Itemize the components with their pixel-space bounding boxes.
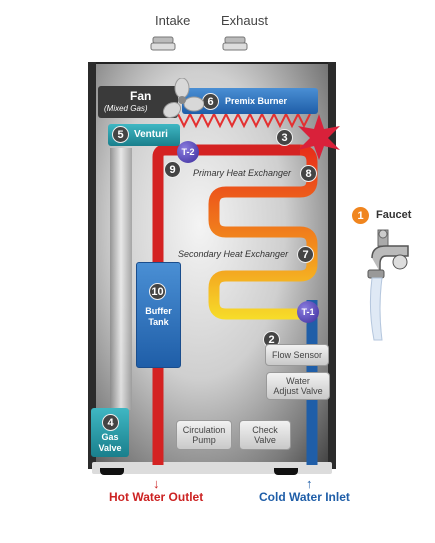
t1-sensor-icon: T-1 bbox=[297, 301, 319, 323]
heat-exchanger-coil bbox=[208, 144, 318, 465]
fan-title: Fan bbox=[130, 89, 152, 103]
exhaust-fitting-icon bbox=[222, 36, 248, 51]
circulation-pump: Circulation Pump bbox=[176, 420, 232, 450]
gas-valve-line2: Valve bbox=[98, 443, 122, 453]
premix-burner-label: Premix Burner bbox=[225, 96, 288, 106]
gas-valve-number: 4 bbox=[102, 414, 119, 431]
flow-sensor: Flow Sensor bbox=[265, 344, 329, 366]
heater-foot-right bbox=[274, 468, 298, 475]
buffer-tank-line2: Tank bbox=[148, 317, 169, 327]
intake-fitting-icon bbox=[150, 36, 176, 51]
buffer-tank-line1: Buffer bbox=[145, 306, 172, 316]
hot-water-outlet-label: Hot Water Outlet bbox=[109, 490, 204, 504]
faucet-icon bbox=[367, 229, 409, 341]
t2-sensor-icon: T-2 bbox=[177, 141, 199, 163]
venturi-number: 5 bbox=[112, 126, 129, 143]
venturi-label: Venturi bbox=[134, 129, 168, 140]
heater-frame-left bbox=[88, 62, 96, 469]
check-valve-line1: Check bbox=[252, 424, 278, 435]
water-adjust-valve: Water Adjust Valve bbox=[266, 372, 330, 400]
cold-water-inlet-label: Cold Water Inlet bbox=[259, 490, 350, 504]
water-adjust-line1: Water bbox=[286, 375, 310, 386]
faucet-number: 1 bbox=[352, 207, 369, 224]
exhaust-label: Exhaust bbox=[221, 13, 268, 28]
hot-outlet-arrow-icon: ↓ bbox=[153, 476, 160, 491]
water-adjust-line2: Adjust Valve bbox=[273, 386, 323, 396]
burner-flames-icon bbox=[178, 114, 311, 129]
fan-icon bbox=[162, 78, 204, 119]
secondary-hx-number: 7 bbox=[297, 246, 314, 263]
intake-label: Intake bbox=[155, 13, 191, 28]
check-valve: Check Valve bbox=[239, 420, 291, 450]
node9-number: 9 bbox=[164, 161, 181, 178]
heater-frame-right bbox=[328, 62, 336, 469]
spark-number: 3 bbox=[276, 129, 293, 146]
buffer-tank-number: 10 bbox=[149, 283, 166, 300]
faucet-label: Faucet bbox=[376, 209, 412, 221]
hot-water-pipe bbox=[152, 144, 300, 465]
heater-base bbox=[92, 462, 332, 474]
primary-hx-label: Primary Heat Exchanger bbox=[193, 168, 292, 178]
primary-hx-number: 8 bbox=[300, 165, 317, 182]
check-valve-line2: Valve bbox=[254, 435, 276, 445]
venturi-column bbox=[110, 148, 132, 410]
premix-burner-number: 6 bbox=[202, 93, 219, 110]
gas-valve-line1: Gas bbox=[101, 432, 119, 442]
circulation-pump-line1: Circulation bbox=[182, 424, 226, 435]
fan-subtitle: (Mixed Gas) bbox=[104, 104, 148, 113]
cold-inlet-arrow-icon: ↑ bbox=[306, 476, 313, 491]
circulation-pump-line2: Pump bbox=[192, 435, 216, 445]
ignition-spark-icon bbox=[298, 114, 340, 160]
buffer-tank bbox=[136, 262, 181, 368]
heater-foot-left bbox=[100, 468, 124, 475]
secondary-hx-label: Secondary Heat Exchanger bbox=[178, 249, 289, 259]
